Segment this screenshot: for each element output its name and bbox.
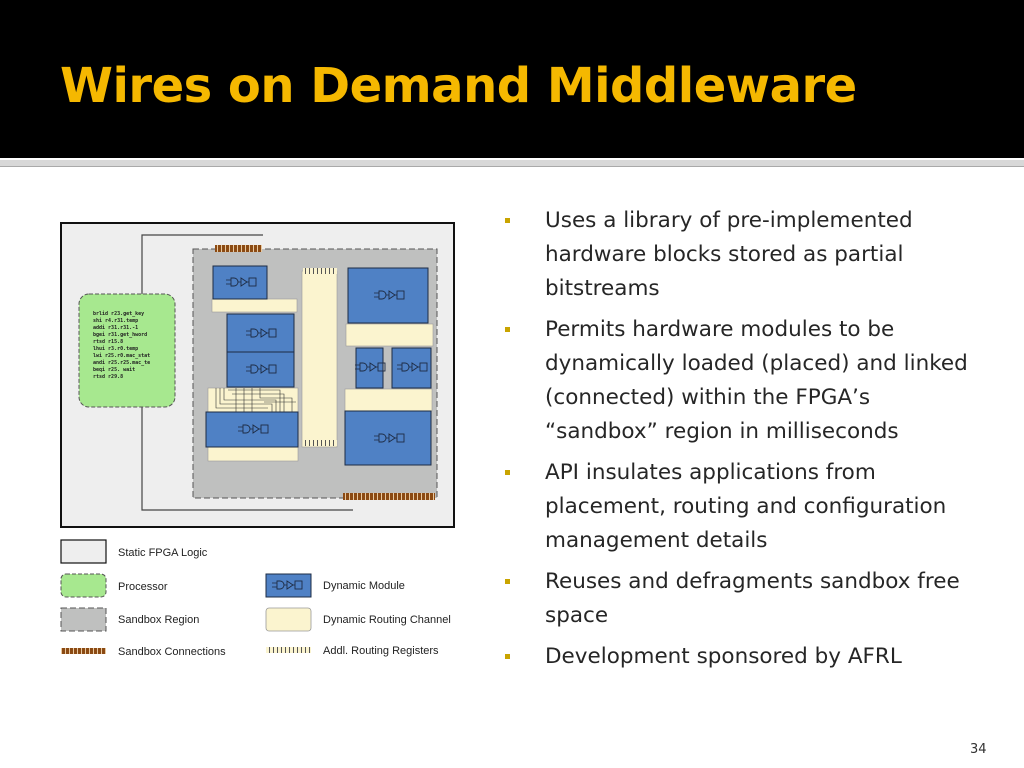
- page-number: 34: [970, 742, 987, 757]
- bullet-text: Reuses and defragments sandbox free spac…: [545, 569, 960, 628]
- legend-label-registers: Addl. Routing Registers: [323, 645, 439, 657]
- bullet-item: Uses a library of pre-implemented hardwa…: [505, 204, 975, 306]
- title-bar: [0, 0, 1024, 158]
- code-line: bgei r31.get_hword: [93, 332, 147, 338]
- fpga-sandbox-diagram: brlid r23.get_key shi r4.r31.temp addi r…: [60, 222, 455, 658]
- processor-code: brlid r23.get_key shi r4.r31.temp addi r…: [93, 311, 150, 380]
- code-line: rtsd r15.8: [93, 339, 123, 345]
- bullet-item: API insulates applications from placemen…: [505, 456, 975, 558]
- bullet-text: Permits hardware modules to be dynamical…: [545, 317, 968, 444]
- legend-swatch-routing: [265, 607, 312, 632]
- code-line: rtsd r29.8: [93, 374, 123, 380]
- bullet-text: API insulates applications from placemen…: [545, 460, 947, 553]
- legend-label-connections: Sandbox Connections: [118, 646, 226, 658]
- bullet-marker-icon: [505, 327, 510, 332]
- code-line: addi r31.r31.-1: [93, 325, 138, 331]
- static-wire: [141, 399, 353, 511]
- dynamic-routing-channel: [211, 298, 298, 313]
- dynamic-routing-channel: [301, 270, 338, 448]
- routing-register: [303, 440, 337, 446]
- routed-wires: [215, 388, 296, 412]
- code-line: brlid r23.get_key: [93, 311, 144, 317]
- bullet-item: Permits hardware modules to be dynamical…: [505, 313, 975, 449]
- static-wire: [141, 234, 263, 302]
- code-line: lwi r25.r0.mac_stat: [93, 353, 150, 359]
- legend-swatch-sandbox: [60, 607, 107, 632]
- dynamic-module: [347, 267, 429, 324]
- slide-title: Wires on Demand Middleware: [60, 58, 857, 114]
- legend-label-module: Dynamic Module: [323, 580, 405, 592]
- bullet-list: Uses a library of pre-implemented hardwa…: [505, 204, 975, 681]
- legend-label-routing: Dynamic Routing Channel: [323, 614, 451, 626]
- legend-label-processor: Processor: [118, 581, 168, 593]
- dynamic-routing-channel: [344, 388, 433, 412]
- legend-swatch-registers: [266, 647, 311, 653]
- legend-label-sandbox: Sandbox Region: [118, 614, 199, 626]
- code-line: andi r25.r25.mac_te: [93, 360, 150, 366]
- code-line: lhui r3.r0.temp: [93, 346, 138, 352]
- legend-swatch-connections: [61, 648, 106, 654]
- bullet-marker-icon: [505, 470, 510, 475]
- dynamic-module: [391, 347, 432, 389]
- dynamic-module: [355, 347, 384, 389]
- legend-swatch-module: [265, 573, 312, 598]
- title-divider: [0, 160, 1024, 167]
- legend-label-static: Static FPGA Logic: [118, 547, 208, 559]
- bullet-marker-icon: [505, 218, 510, 223]
- bullet-item: Development sponsored by AFRL: [505, 640, 975, 674]
- routing-register: [303, 268, 337, 274]
- bullet-text: Development sponsored by AFRL: [545, 644, 902, 669]
- sandbox-connection: [343, 493, 435, 500]
- bullet-text: Uses a library of pre-implemented hardwa…: [545, 208, 913, 301]
- dynamic-module: [212, 265, 268, 300]
- dynamic-routing-channel: [207, 446, 299, 462]
- code-line: beqi r25. wait: [93, 367, 135, 373]
- legend-swatch-static: [60, 539, 107, 564]
- bullet-item: Reuses and defragments sandbox free spac…: [505, 565, 975, 633]
- dynamic-routing-channel: [345, 323, 434, 347]
- processor-block: [78, 293, 176, 408]
- legend-swatch-processor: [60, 573, 107, 598]
- dynamic-module: [205, 411, 299, 448]
- bullet-marker-icon: [505, 579, 510, 584]
- diagram-legend: Static FPGA Logic Processor Sandbox Regi…: [60, 539, 451, 658]
- dynamic-module: [226, 351, 295, 388]
- sandbox-connection: [215, 245, 262, 252]
- code-line: shi r4.r31.temp: [93, 318, 138, 324]
- bullet-marker-icon: [505, 654, 510, 659]
